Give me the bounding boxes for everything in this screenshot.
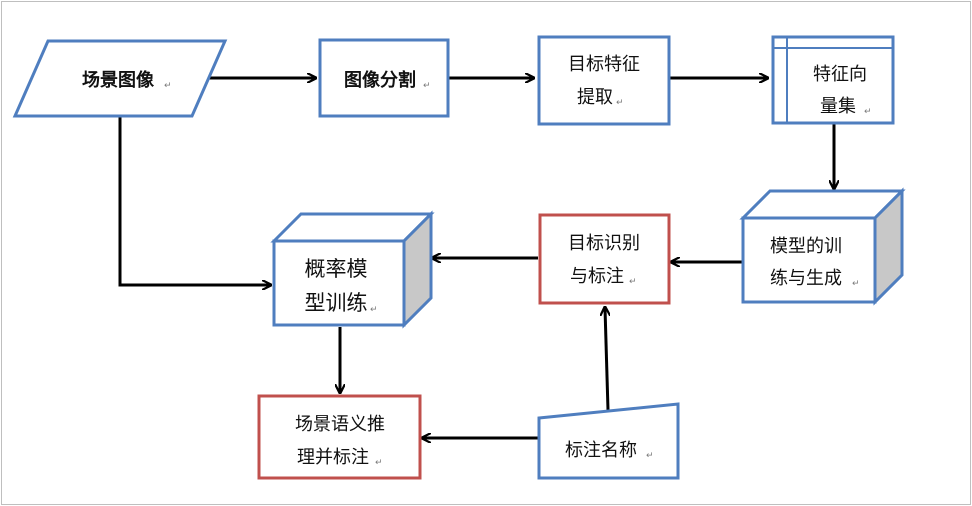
node-feature-vector-line2: 量集 (820, 96, 856, 117)
paragraph-mark: ↵ (423, 81, 431, 91)
node-target-feature-line1: 目标特征 (568, 54, 640, 75)
paragraph-mark: ↵ (629, 277, 637, 287)
node-target-recognition-line2: 与标注 (570, 266, 624, 287)
node-model-training-line1: 模型的训 (770, 236, 842, 257)
paragraph-mark: ↵ (616, 98, 624, 108)
paragraph-mark: ↵ (864, 107, 872, 117)
node-image-segmentation-label: 图像分割 (344, 69, 416, 91)
node-scene-image-label: 场景图像 (82, 70, 155, 91)
node-target-feature-extraction: 目标特征 提取 ↵ (537, 35, 671, 126)
arrow-scene-to-prob (118, 116, 270, 285)
node-label-name: 标注名称 ↵ (537, 402, 680, 480)
paragraph-mark: ↵ (164, 81, 172, 91)
node-semantic-line1: 场景语义推 (295, 414, 385, 435)
paragraph-mark: ↵ (646, 451, 654, 461)
paragraph-mark: ↵ (370, 305, 378, 315)
node-image-segmentation: 图像分割 ↵ (318, 38, 450, 118)
node-semantic-line2: 理并标注 (297, 447, 369, 468)
arrow-label-to-recognition (605, 308, 608, 411)
node-scene-semantic-reasoning: 场景语义推 理并标注 ↵ (257, 394, 422, 480)
node-label-name-label: 标注名称 (565, 440, 637, 461)
node-feature-vector-line1: 特征向 (813, 64, 867, 85)
node-prob-training-line1: 概率模 (305, 257, 368, 281)
paragraph-mark: ↵ (375, 458, 383, 468)
node-probability-model-training: 概率模 型训练 ↵ (270, 210, 435, 329)
paragraph-mark: ↵ (852, 279, 860, 289)
node-target-feature-line2: 提取 (577, 87, 613, 108)
node-scene-image: 场景图像 ↵ (12, 39, 228, 118)
node-target-recognition-labeling: 目标识别 与标注 ↵ (538, 213, 671, 305)
node-prob-training-line2: 型训练 (305, 291, 368, 315)
node-model-training-line2: 练与生成 (770, 268, 842, 289)
node-target-recognition-line1: 目标识别 (568, 233, 640, 254)
node-model-training-generation: 模型的训 练与生成 ↵ (739, 187, 906, 306)
node-feature-vector-set: 特征向 量集 ↵ (771, 35, 895, 125)
